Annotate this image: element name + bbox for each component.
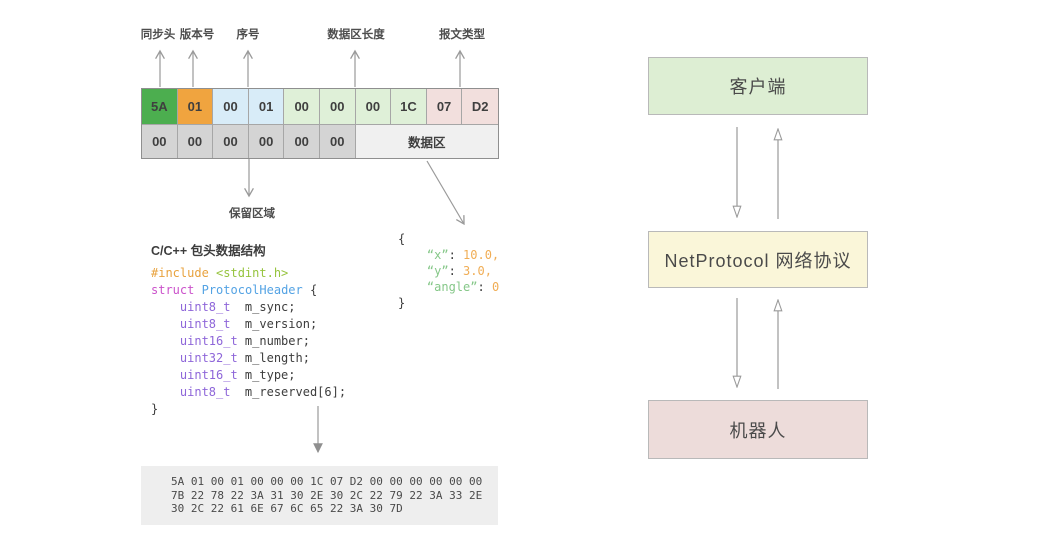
json-line-x: “x”: 10.0, (398, 247, 499, 263)
json-line-open: { (398, 231, 499, 247)
label-reserved-area: 保留区域 (229, 208, 275, 220)
code-token: uint8_t (179, 300, 231, 314)
json-line-close: } (398, 295, 499, 311)
json-token: { (398, 232, 406, 246)
code-token: #include (151, 266, 209, 280)
json-line-y: “y”: 3.0, (398, 263, 499, 279)
code-token: ProtocolHeader (201, 283, 303, 297)
byte-cell-sync: 5A (142, 89, 178, 125)
code-line-include: #include <stdint.h> (151, 265, 346, 282)
code-token: uint8_t (179, 385, 231, 399)
json-line-angle: “angle”: 0 (398, 279, 499, 295)
code-title: C/C++ 包头数据结构 (151, 244, 266, 258)
hex-dump-line: 7B 22 78 22 3A 31 30 2E 30 2C 22 79 22 3… (171, 488, 483, 502)
byte-cell-number-1: 00 (213, 89, 249, 125)
flow-node-protocol-label: NetProtocol 网络协议 (664, 250, 852, 271)
code-token (151, 351, 180, 365)
code-token: uint16_t (179, 368, 238, 382)
code-token: m_number; (237, 334, 310, 348)
code-token (151, 368, 180, 382)
code-token: uint16_t (179, 334, 238, 348)
code-token: m_reserved[6]; (230, 385, 347, 399)
byte-cell-length-1: 00 (284, 89, 320, 125)
flow-node-robot: 机器人 (648, 400, 868, 459)
flow-node-client-label: 客户端 (729, 77, 787, 97)
byte-cell-length-2: 00 (319, 89, 356, 125)
code-line-m-length: uint32_t m_length; (151, 350, 346, 367)
code-token: { (302, 283, 318, 297)
packet-byte-table: 5A 01 00 01 00 00 00 1C 07 D2 00 00 00 0… (141, 88, 499, 159)
json-key: “x” (398, 248, 449, 262)
hex-dump-line: 5A 01 00 01 00 00 00 1C 07 D2 00 00 00 0… (171, 475, 483, 488)
flow-node-client: 客户端 (648, 57, 868, 115)
byte-cell-type-1: 07 (426, 89, 463, 125)
hex-dump-box: 5A 01 00 01 00 00 00 1C 07 D2 00 00 00 0… (141, 466, 498, 525)
json-key: “angle” (398, 280, 478, 294)
json-token: : (477, 280, 492, 294)
code-token: <stdint.h> (216, 266, 289, 280)
code-line-struct: struct ProtocolHeader { (151, 282, 346, 299)
json-key: “y” (398, 264, 449, 278)
label-message-type: 报文类型 (439, 29, 485, 41)
code-token: m_type; (237, 368, 296, 382)
byte-cell-data-area: 数据区 (355, 125, 498, 158)
code-token (151, 300, 180, 314)
code-line-close-brace: } (151, 401, 346, 418)
byte-cell-length-3: 00 (355, 89, 392, 125)
label-sync-header: 同步头 (140, 29, 176, 41)
code-token: uint8_t (179, 317, 231, 331)
code-token: } (151, 402, 159, 416)
code-token (194, 283, 201, 297)
code-token: uint32_t (179, 351, 238, 365)
code-token (209, 266, 216, 280)
byte-cell-version: 01 (177, 89, 214, 125)
code-token: m_sync; (230, 300, 296, 314)
label-sequence-number: 序号 (236, 29, 260, 41)
label-version: 版本号 (179, 29, 215, 41)
byte-cell-reserved-2: 00 (177, 125, 214, 158)
code-token: struct (151, 283, 195, 297)
code-token (151, 317, 180, 331)
json-value: 0 (491, 280, 500, 294)
byte-cell-reserved-4: 00 (248, 125, 285, 158)
code-token: m_version; (230, 317, 318, 331)
byte-cell-number-2: 01 (248, 89, 285, 125)
json-token: : (448, 264, 464, 278)
code-token (151, 334, 180, 348)
flow-node-robot-label: 机器人 (729, 420, 787, 441)
hex-dump-line: 30 2C 22 61 6E 67 6C 65 22 3A 30 7D (171, 502, 403, 515)
code-line-m-number: uint16_t m_number; (151, 333, 346, 350)
json-value: 3.0, (463, 264, 492, 278)
code-line-m-sync: uint8_t m_sync; (151, 299, 346, 316)
json-token: : (448, 248, 464, 262)
json-value: 10.0, (463, 248, 500, 262)
json-payload-sample: { “x”: 10.0, “y”: 3.0, “angle”: 0 } (398, 231, 499, 311)
cpp-struct-code: C/C++ 包头数据结构 #include <stdint.h> struct … (151, 240, 346, 418)
byte-cell-reserved-3: 00 (213, 125, 249, 158)
code-line-m-type: uint16_t m_type; (151, 367, 346, 384)
json-token: } (398, 296, 406, 310)
label-data-length: 数据区长度 (327, 29, 385, 41)
arrow-data-area-to-json (426, 160, 465, 226)
code-line-m-version: uint8_t m_version; (151, 316, 346, 333)
byte-cell-reserved-6: 00 (319, 125, 356, 158)
code-token: m_length; (237, 351, 310, 365)
code-line-m-reserved: uint8_t m_reserved[6]; (151, 384, 346, 401)
byte-cell-reserved-5: 00 (284, 125, 320, 158)
code-token (151, 385, 180, 399)
byte-cell-reserved-1: 00 (142, 125, 178, 158)
byte-cell-type-2: D2 (462, 89, 498, 125)
byte-cell-length-4: 1C (391, 89, 427, 125)
flow-node-protocol: NetProtocol 网络协议 (648, 231, 868, 288)
